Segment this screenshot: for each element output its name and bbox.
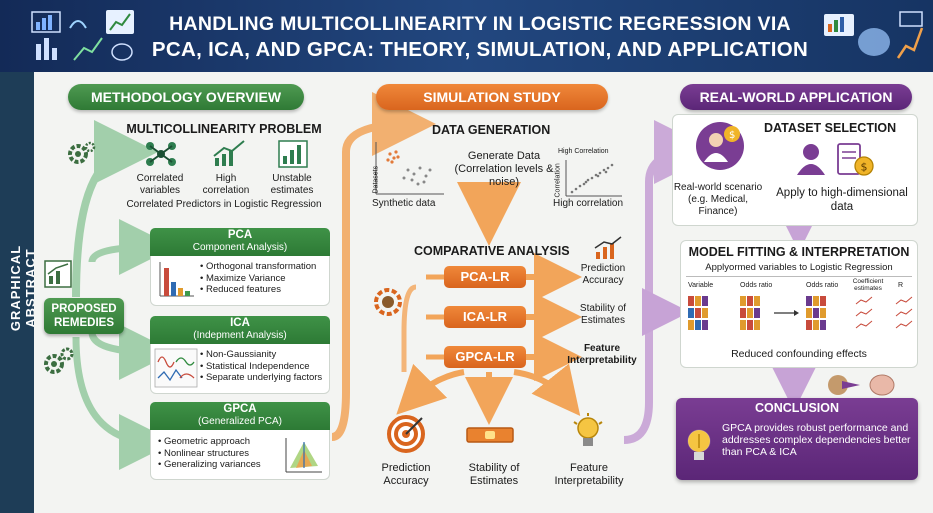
table-divider [686,276,912,277]
problem-item-unstable: Unstable estimates [270,173,314,196]
synthetic-axis-label: Datasets [372,165,380,194]
side-strip [0,72,34,513]
network-icon [144,140,178,168]
synthetic-data-label: Synthetic data [372,198,436,209]
head-brain-icon [826,372,896,398]
correlation-axis-label: Correlation [554,163,562,198]
table-header-odds1: Odds ratio [740,282,773,289]
bottom-interpretability: Feature Interpretability [554,462,624,487]
scenario-text: Real-world scenario (e.g. Medical, Finan… [673,182,763,217]
person-icon [796,142,826,176]
outcome-prediction: Prediction Accuracy [580,263,626,286]
problem-item-correlated: Correlated variables [136,173,184,196]
model-title: MODEL FITTING & INTERPRETATION [688,245,910,259]
gpca-geometry-icon [282,436,324,476]
gpca-bullet: Generalizing variances [158,459,280,471]
outcome-interpretability: Feature Interpretability [567,343,637,366]
side-label: GRAPHICAL ABSTRACT [8,244,38,332]
conclusion-bulb-icon [684,426,714,466]
table-header-variable: Variable [688,282,714,289]
conclusion-card [676,398,918,480]
bottom-stability: Stability of Estimates [468,462,520,487]
pca-bullets: Orthogonal transformation Maximize Varia… [200,261,330,296]
data-generation-title: DATA GENERATION [432,123,551,137]
bar-chart-icon [44,260,72,288]
level-icon [466,424,514,446]
synthetic-scatter-plot [368,140,446,198]
ica-mini-chart [154,348,198,388]
outcome-stability: Stability of Estimates [579,303,627,326]
ica-bullet: Non-Gaussianity [200,349,330,361]
gears-icon [42,346,76,376]
ica-subtitle: (Indepment Analysis) [193,330,287,341]
high-correlation-label: High correlation [553,198,624,209]
growth-chart-icon [594,236,622,260]
bottom-prediction: Prediction Accuracy [381,462,431,487]
gpca-bullet: Geometric approach [158,436,280,448]
scatter-title: High Correlation [558,148,609,155]
pca-mini-chart [156,260,196,300]
page-title: HANDLING MULTICOLLINEARITY IN LOGISTIC R… [140,12,820,62]
ica-bullet: Separate underlying factors [200,372,330,384]
gpca-bullet: Nonlinear structures [158,448,280,460]
conclusion-title: CONCLUSION [754,401,840,415]
header-banner [0,0,933,72]
svg-text:$: $ [729,130,735,141]
brain-gear-icon [372,284,408,320]
svg-text:$: $ [861,161,868,174]
apply-text: Apply to high-dimensional data [776,187,908,213]
lightbulb-icon [570,412,606,454]
brain-chart-icon [822,8,926,66]
trend-up-icon [212,140,246,168]
ica-title: ICA [230,317,250,329]
gpca-bullets: Geometric approach Nonlinear structures … [158,436,280,471]
reduced-text: Reduced confounding effects [731,348,867,360]
correlation-scatter-plot [564,158,624,198]
gear-icon [66,140,96,168]
pca-bullet: Maximize Variance [200,273,330,285]
title-line-2: PCA, ICA, AND GPCA: THEORY, SIMULATION, … [151,38,809,61]
method-ica-lr: ICA-LR [444,306,526,328]
pca-subtitle: Component Analysis) [192,242,288,253]
doctor-finance-icon: $ [694,120,746,172]
data-generation-text: Generate Data (Correlation levels & nois… [454,150,554,188]
pca-bullet: Orthogonal transformation [200,261,330,273]
target-icon [386,414,426,454]
pca-bullet: Reduced features [200,284,330,296]
ica-bullets: Non-Gaussianity Statistical Independence… [200,349,330,384]
simulation-header: SIMULATION STUDY [376,84,608,110]
pca-title: PCA [227,229,253,241]
problem-caption: Correlated Predictors in Logistic Regres… [126,199,322,210]
table-header-coef: Coefficient estimates [852,278,884,292]
ica-card-header [150,316,330,344]
model-results-table [688,294,914,336]
money-document-icon: $ [836,142,876,178]
flow-arrows [72,92,823,470]
problem-item-high-corr: High correlation [202,173,250,196]
comparative-title: COMPARATIVE ANALYSIS [414,244,570,258]
pca-card-header [150,228,330,256]
unstable-chart-icon [278,140,308,168]
model-panel [680,240,918,368]
conclusion-text: GPCA provides robust performance and add… [722,422,911,458]
gpca-subtitle: (Generalized PCA) [198,416,282,427]
gpca-card-header [150,402,330,430]
method-pca-lr: PCA-LR [444,266,526,288]
method-gpca-lr: GPCA-LR [444,346,526,368]
methodology-header: METHODOLOGY OVERVIEW [68,84,304,110]
title-line-1: HANDLING MULTICOLLINEARITY IN LOGISTIC R… [169,13,791,35]
dataset-title: DATASET SELECTION [764,121,897,135]
application-header: REAL-WORLD APPLICATION [680,84,912,110]
remedies-label: PROPOSED REMEDIES [51,303,117,329]
analytics-icon [30,8,140,66]
remedies-box [44,298,124,334]
model-subtitle: Applyormed variables to Logistic Regress… [705,262,893,273]
problem-title: MULTICOLLINEARITY PROBLEM [126,122,322,136]
gpca-title: GPCA [223,403,257,415]
ica-bullet: Statistical Independence [200,361,330,373]
table-header-odds2: Odds ratio [806,282,839,289]
table-header-r: R [898,282,904,289]
